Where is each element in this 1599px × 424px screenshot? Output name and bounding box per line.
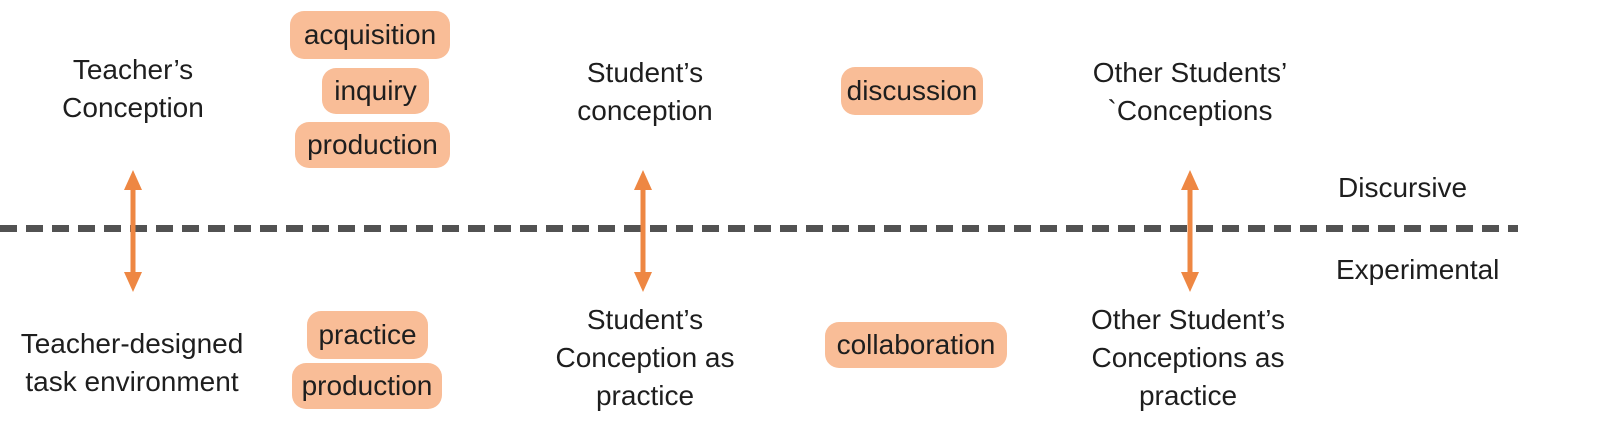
node-line: practice	[1138, 380, 1238, 411]
tag-inquiry: inquiry	[322, 68, 429, 114]
divider-dashed-line	[0, 225, 1518, 232]
node-line: Conceptions as	[1091, 342, 1285, 373]
node-line: task environment	[25, 366, 239, 397]
node-line: Teacher-designed	[20, 328, 244, 359]
node-line: conception	[577, 95, 713, 126]
node-line: Teacher’s	[72, 54, 194, 85]
node-line: practice	[595, 380, 695, 411]
tag-practice: practice	[307, 311, 428, 359]
student-double-arrow-icon	[634, 170, 652, 292]
tag-acquisition: acquisition	[290, 11, 450, 59]
experimental-label: Experimental	[1336, 254, 1500, 285]
node-line: Conception as	[555, 342, 735, 373]
node-line: Other Student’s	[1090, 304, 1286, 335]
tag-production-bottom: production	[292, 363, 442, 409]
node-teachers-conception: Teacher’s Conception	[3, 51, 263, 127]
node-students-conception-as-practice: Student’s Conception as practice	[515, 301, 775, 415]
tag-production-top: production	[295, 122, 450, 168]
other-students-double-arrow-icon	[1181, 170, 1199, 292]
discursive-label: Discursive	[1338, 172, 1468, 203]
node-teacher-designed-task-environment: Teacher-designed task environment	[2, 325, 262, 401]
node-line: Other Students’	[1092, 57, 1288, 88]
node-students-conception: Student’s conception	[515, 54, 775, 130]
node-other-students-conceptions-as-practice: Other Student’s Conceptions as practice	[1058, 301, 1318, 415]
tag-collaboration: collaboration	[825, 322, 1007, 368]
node-line: Conception	[62, 92, 204, 123]
tag-discussion: discussion	[841, 67, 983, 115]
node-other-students-conceptions: Other Students’ `Conceptions	[1060, 54, 1320, 130]
node-line: Student’s	[586, 304, 704, 335]
teacher-double-arrow-icon	[124, 170, 142, 292]
node-line: `Conceptions	[1107, 95, 1273, 126]
node-line: Student’s	[586, 57, 704, 88]
